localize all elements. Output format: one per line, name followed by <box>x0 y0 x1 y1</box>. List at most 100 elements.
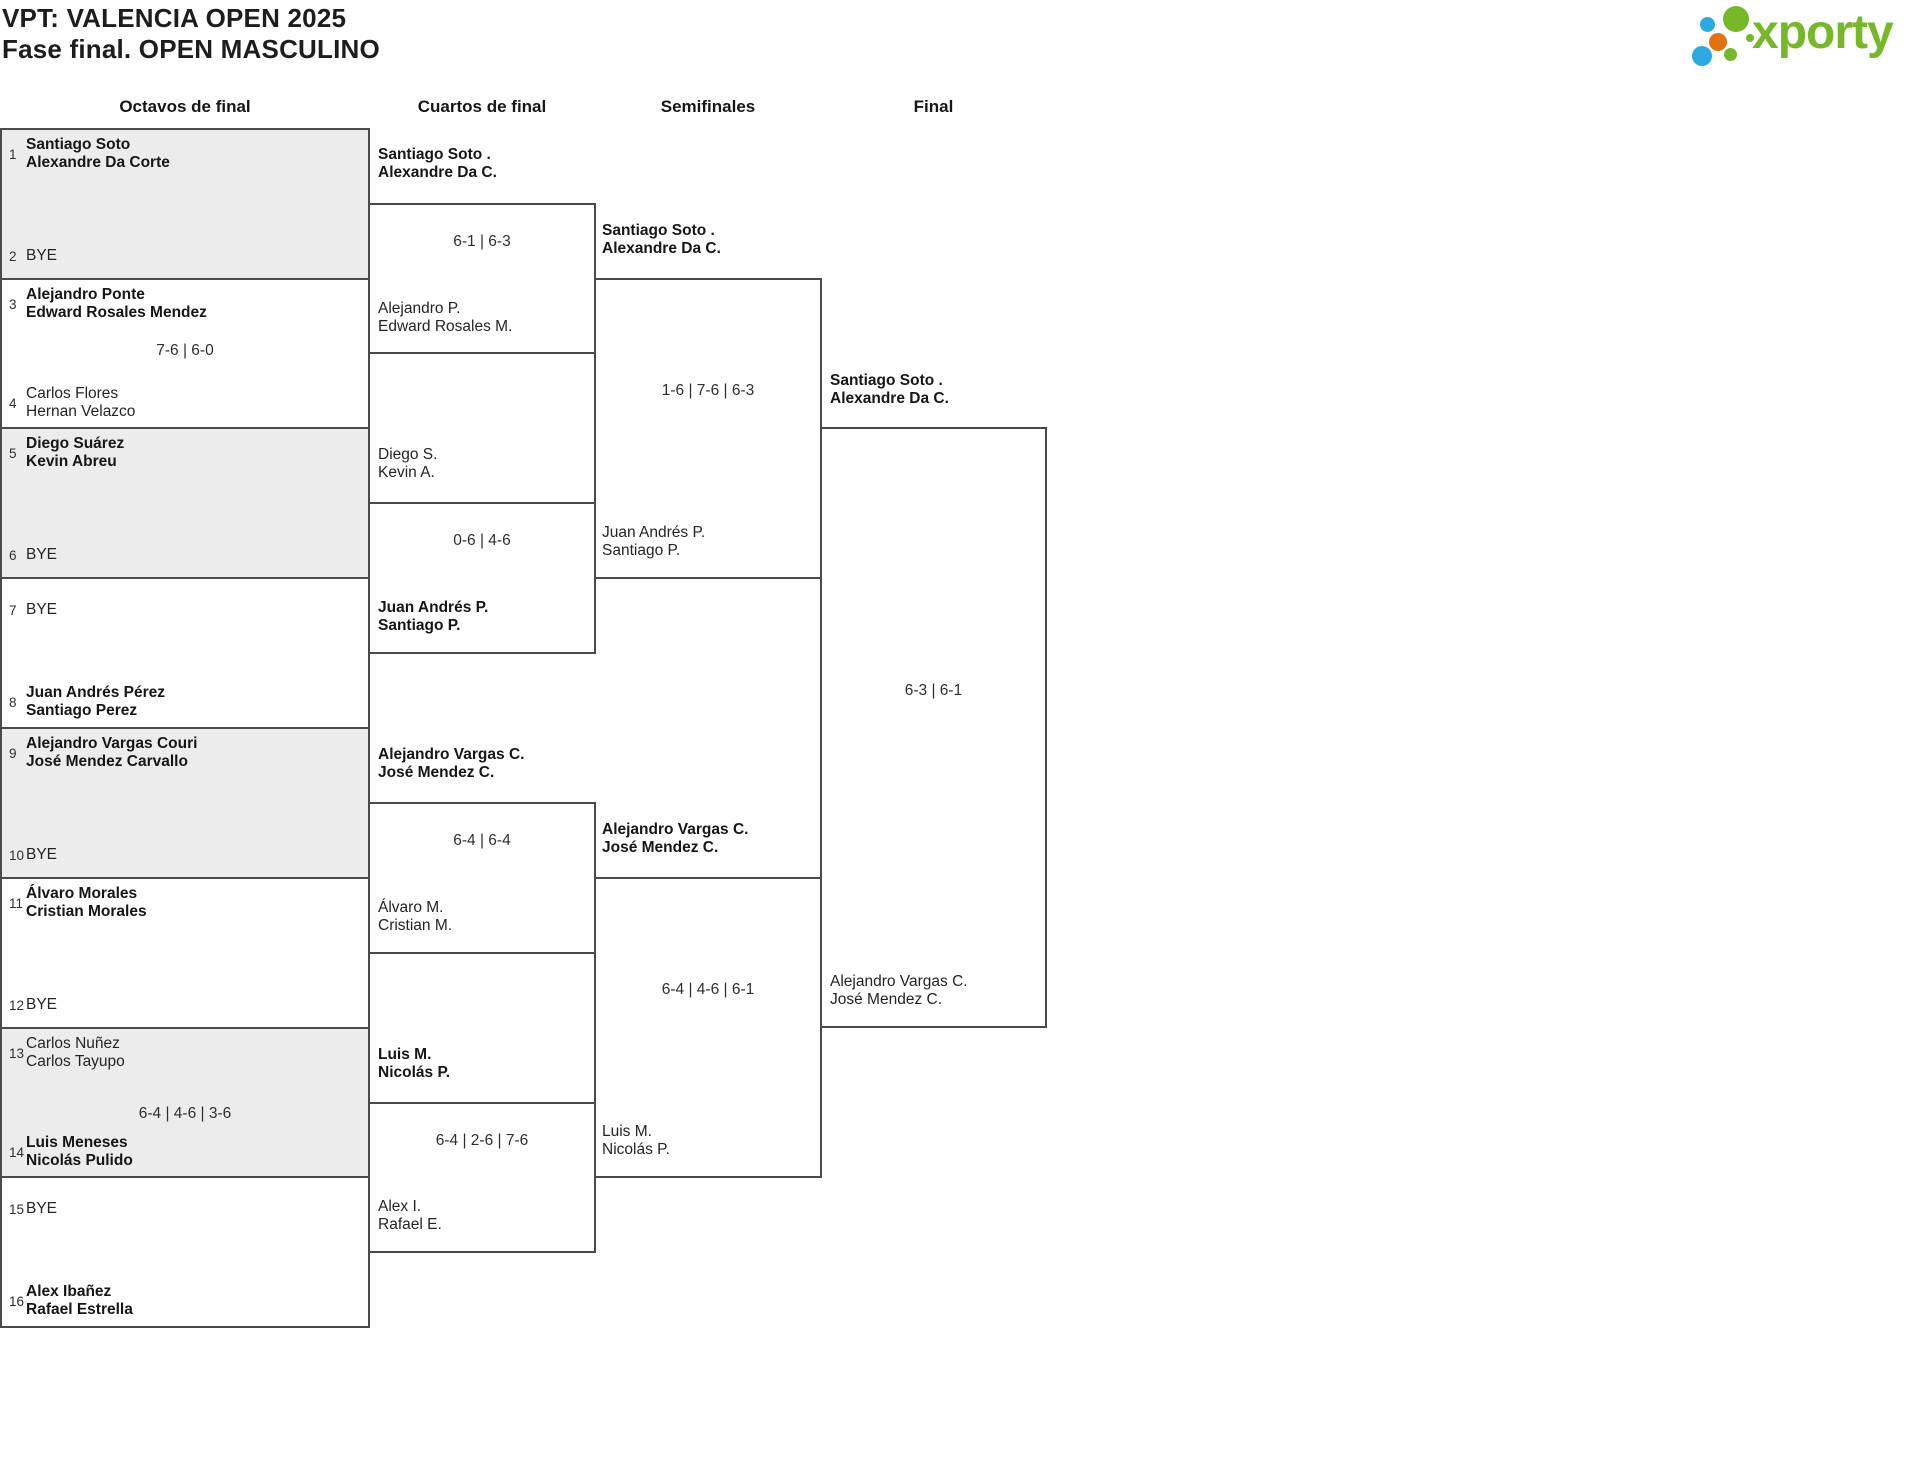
team-player-1: Carlos Flores <box>26 385 119 402</box>
bye-label: BYE <box>26 601 58 618</box>
advancing-team-label: Álvaro M. Cristian M. <box>378 899 453 934</box>
team-player-2: Hernan Velazco <box>26 403 136 420</box>
seed-number: 13 <box>9 1045 25 1061</box>
seed-number: 12 <box>9 997 25 1013</box>
match-score: 6-4 | 4-6 | 6-1 <box>661 981 755 998</box>
logo-dot-icon <box>1724 48 1737 61</box>
team-player-1: Alejandro Ponte <box>26 286 145 303</box>
match-score: 6-4 | 6-4 <box>453 832 511 849</box>
final-match: 6-3 | 6-1 <box>820 427 1047 1028</box>
advancing-team-label: Santiago Soto . Alexandre Da C. <box>830 372 949 407</box>
advancing-team-label: Juan Andrés P. Santiago P. <box>378 599 489 634</box>
bye-label: BYE <box>26 846 58 863</box>
advancing-team-label: Santiago Soto . Alexandre Da C. <box>378 146 497 181</box>
advancing-team-label: Alex I. Rafael E. <box>378 1198 442 1233</box>
team-entry: 12 BYE <box>9 996 57 1014</box>
round-header-final: Final <box>913 97 954 116</box>
team-player-2: José Mendez Carvallo <box>26 753 188 770</box>
seed-number: 5 <box>9 445 17 461</box>
seed-number: 1 <box>9 146 17 162</box>
team-entry: 7 BYE <box>9 601 57 619</box>
seed-number: 4 <box>9 395 17 411</box>
seed-number: 16 <box>9 1293 25 1309</box>
logo-dot-icon <box>1746 34 1754 42</box>
advancing-team-label: Alejandro P. Edward Rosales M. <box>378 300 513 335</box>
advancing-team-label: Juan Andrés P. Santiago P. <box>602 524 706 559</box>
team-player-1: Carlos Nuñez <box>26 1035 120 1052</box>
team-player-1: Santiago Soto <box>26 136 131 153</box>
logo-dot-icon <box>1723 6 1749 32</box>
team-entry: 2 BYE <box>9 247 57 265</box>
seed-number: 9 <box>9 745 17 761</box>
advancing-team-label: Diego S. Kevin A. <box>378 446 438 481</box>
match-score: 6-1 | 6-3 <box>453 233 511 250</box>
logo-text: xporty <box>1752 6 1894 59</box>
team-player-1: Álvaro Morales <box>26 885 138 902</box>
match-score: 1-6 | 7-6 | 6-3 <box>661 382 755 399</box>
team-player-1: Juan Andrés Pérez <box>26 684 165 701</box>
team-player-2: Edward Rosales Mendez <box>26 304 207 321</box>
seed-number: 6 <box>9 547 17 563</box>
team-player-2: Cristian Morales <box>26 903 147 920</box>
team-entry: 15 BYE <box>9 1200 57 1218</box>
advancing-team-label: Luis M. Nicolás P. <box>378 1046 451 1081</box>
team-player-2: Nicolás Pulido <box>26 1152 133 1169</box>
team-player-1: Alex Ibañez <box>26 1283 112 1300</box>
team-player-2: Santiago Perez <box>26 702 138 719</box>
xporty-logo[interactable]: xporty <box>1690 2 1920 76</box>
logo-dot-icon <box>1700 17 1715 32</box>
seed-number: 11 <box>9 895 24 911</box>
seed-number: 15 <box>9 1201 25 1217</box>
team-player-1: Luis Meneses <box>26 1134 128 1151</box>
team-entry: 6 BYE <box>9 546 57 564</box>
seed-number: 14 <box>9 1144 25 1160</box>
tournament-subtitle: Fase final. OPEN MASCULINO <box>2 34 380 64</box>
team-player-2: Alexandre Da Corte <box>26 154 170 171</box>
advancing-team-label: Alejandro Vargas C. José Mendez C. <box>602 821 749 856</box>
advancing-team-label: Luis M. Nicolás P. <box>602 1123 670 1158</box>
match-score: 7-6 | 6-0 <box>156 342 214 359</box>
tournament-title: VPT: VALENCIA OPEN 2025 <box>2 3 347 33</box>
seed-number: 8 <box>9 694 17 710</box>
bye-label: BYE <box>26 1200 58 1217</box>
seed-number: 3 <box>9 296 17 312</box>
round-header-semifinales: Semifinales <box>660 97 756 116</box>
team-player-1: Alejandro Vargas Couri <box>26 735 198 752</box>
round-header-octavos: Octavos de final <box>119 97 251 116</box>
advancing-team-label: Alejandro Vargas C. José Mendez C. <box>378 746 525 781</box>
logo-dot-icon <box>1709 33 1727 51</box>
bye-label: BYE <box>26 247 58 264</box>
advancing-team-label: Alejandro Vargas C. José Mendez C. <box>830 973 968 1008</box>
advancing-team-label: Santiago Soto . Alexandre Da C. <box>602 222 721 257</box>
team-player-2: Kevin Abreu <box>26 453 117 470</box>
match-score: 6-4 | 2-6 | 7-6 <box>435 1132 529 1149</box>
seed-number: 7 <box>9 602 17 618</box>
team-player-2: Rafael Estrella <box>26 1301 133 1318</box>
seed-number: 2 <box>9 248 17 264</box>
team-player-1: Diego Suárez <box>26 435 125 452</box>
team-player-2: Carlos Tayupo <box>26 1053 125 1070</box>
match-score: 0-6 | 4-6 <box>453 532 511 549</box>
seed-number: 10 <box>9 847 25 863</box>
logo-dot-icon <box>1692 46 1712 66</box>
match-score: 6-4 | 4-6 | 3-6 <box>138 1105 232 1122</box>
